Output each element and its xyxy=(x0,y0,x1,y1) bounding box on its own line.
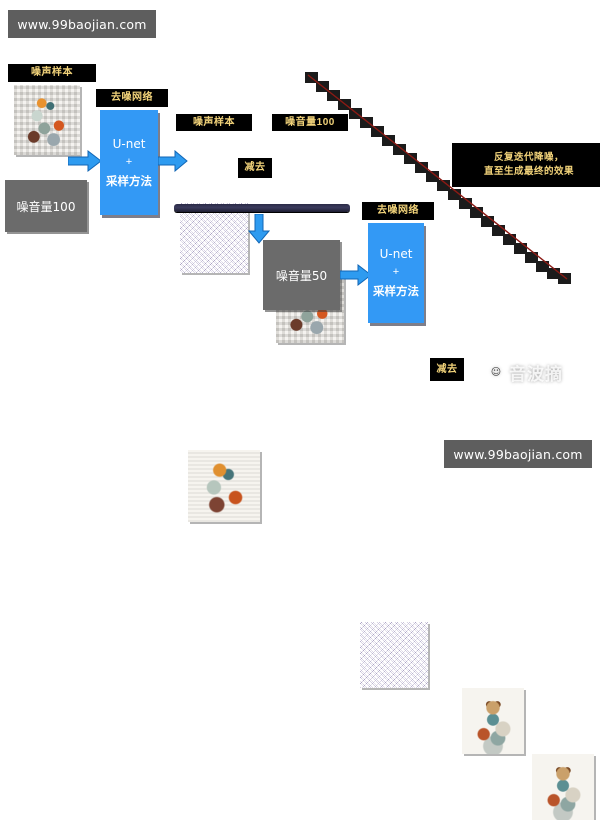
note-line-2: 直至生成最终的效果 xyxy=(483,165,574,177)
block-unet-1-line2: + xyxy=(125,155,133,168)
image-input-noisy xyxy=(14,85,80,155)
caption-denoise-network-2: 去噪网络 xyxy=(362,202,434,220)
image-pure-noise-2 xyxy=(360,622,428,688)
image-pure-noise-1-canvas xyxy=(180,203,248,273)
operator-subtract-2-text: 减去 xyxy=(436,363,458,375)
image-row2-input-canvas xyxy=(188,450,260,522)
operator-subtract-2: 减去 xyxy=(430,358,464,381)
caption-noise-output-text: 噪声样本 xyxy=(193,116,235,128)
note-iterative-denoise: 反复迭代降噪， 直至生成最终的效果 xyxy=(452,143,600,187)
note-line-1: 反复迭代降噪， xyxy=(493,151,564,163)
watermark-top-text: www.99baojian.com xyxy=(17,16,147,32)
caption-noise-output: 噪声样本 xyxy=(176,114,252,131)
image-input-noisy-canvas xyxy=(14,85,80,155)
image-row3-mid xyxy=(462,688,524,754)
block-unet-1-line3: 采样方法 xyxy=(106,175,152,188)
image-row3-mid-canvas xyxy=(462,688,524,754)
block-unet-2-line1: U-net xyxy=(379,247,413,261)
block-unet-1[interactable]: U-net + 采样方法 xyxy=(100,110,158,215)
watermark-bottom-text: www.99baojian.com xyxy=(453,446,583,462)
operator-subtract-1-text: 减去 xyxy=(244,162,266,174)
image-pure-noise-2-canvas xyxy=(360,622,428,688)
watermark-overlay-text: 音波摘 xyxy=(509,365,563,385)
image-row3-final-canvas xyxy=(532,754,594,820)
diagram-canvas: www.99baojian.com 噪声样本 噪音量100 去噪网络 U-net… xyxy=(5,10,600,820)
block-unet-2-line2: + xyxy=(392,266,400,278)
divider-bar-row1 xyxy=(174,204,350,212)
image-row3-final xyxy=(532,754,594,820)
value-noise-amount-50: 噪音量50 xyxy=(263,240,340,310)
image-row2-input xyxy=(188,450,260,522)
caption-denoise-network-1: 去噪网络 xyxy=(96,89,168,107)
watermark-overlay: ☺ 音波摘 xyxy=(487,360,563,385)
image-pure-noise-1 xyxy=(180,203,248,273)
caption-denoise-network-1-text: 去噪网络 xyxy=(111,92,153,104)
block-unet-2[interactable]: U-net + 采样方法 xyxy=(368,223,424,323)
block-unet-1-line1: U-net xyxy=(112,136,146,151)
arrow-row1-to-row2 xyxy=(248,214,270,244)
operator-subtract-1: 减去 xyxy=(238,158,272,178)
block-unet-2-line3: 采样方法 xyxy=(373,286,419,298)
value-noise-amount-100-left: 噪音量100 xyxy=(5,180,87,232)
watermark-bottom: www.99baojian.com xyxy=(444,440,592,468)
caption-input-noise-sample-text: 噪声样本 xyxy=(31,67,73,79)
caption-denoise-network-2-text: 去噪网络 xyxy=(377,205,419,217)
arrow-network-to-noise-out xyxy=(158,150,188,172)
arrow-input-to-network xyxy=(68,150,102,172)
value-noise-amount-100-left-text: 噪音量100 xyxy=(16,199,76,214)
caption-result-noise-100-text: 噪音量100 xyxy=(285,116,335,128)
value-noise-amount-50-text: 噪音量50 xyxy=(275,268,328,283)
watermark-top: www.99baojian.com xyxy=(8,10,156,38)
watermark-overlay-badge: ☺ xyxy=(487,363,506,382)
caption-input-noise-sample: 噪声样本 xyxy=(8,64,96,82)
caption-result-noise-100: 噪音量100 xyxy=(272,114,348,131)
